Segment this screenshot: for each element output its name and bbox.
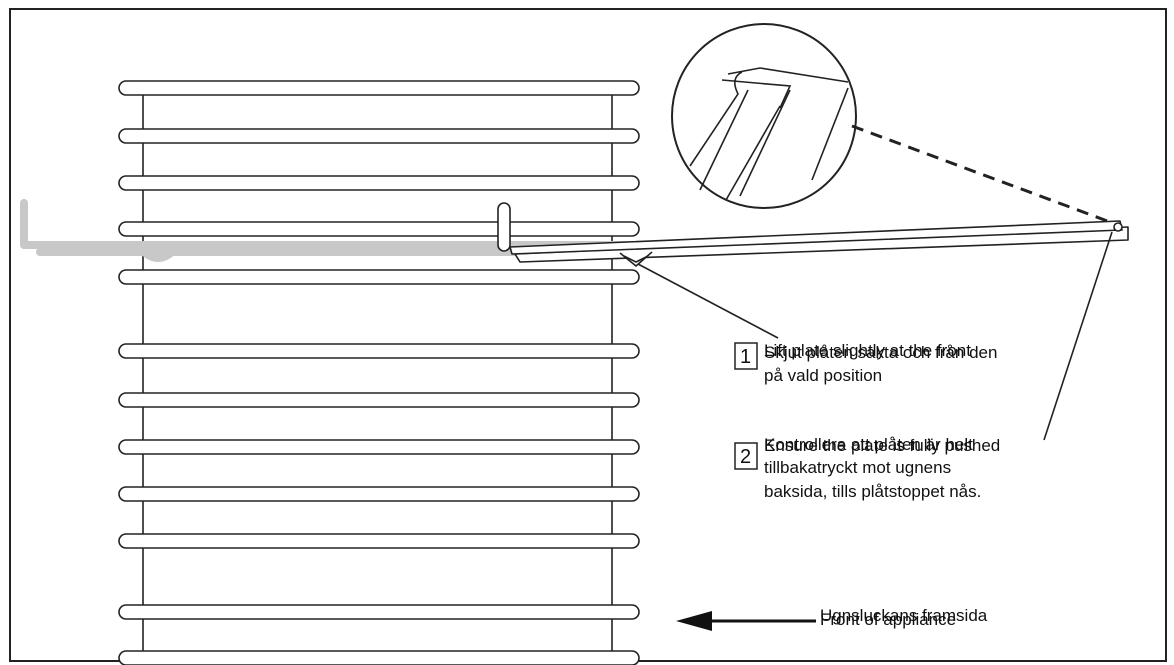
front-label: Ugnsluckans framsida [820,606,988,625]
rack-bar [118,392,640,408]
step-2-line-2: tillbakatryckt mot ugnens [764,458,951,477]
step-2-callout: 2 Ensure the plate is fully pushed Kontr… [734,435,1000,501]
rack-bar [118,439,640,455]
step-2-line-1: Kontrollera att plåten är helt [764,435,973,454]
rack-bar [118,80,640,96]
rack-bar [118,175,640,191]
step-2-line-3: baksida, tills plåtstoppet nås. [764,482,981,501]
step-2-overlay-text: Ensure the plate is fully pushed [764,436,1000,455]
step-2-number: 2 [740,446,751,468]
step-1-overlay-text: Lift plate slightly at the front [764,341,971,360]
baking-plate [497,202,1129,267]
rack-bar [118,486,640,502]
step-1-callout: 1 Lift plate slightly at the front Skjut… [734,341,997,385]
rack-bar [118,221,640,237]
rack-bar [118,343,640,359]
step-1-line-2: på vald position [764,366,882,385]
rack-bar [118,128,640,144]
step-1-number: 1 [740,346,751,368]
step-1-line-1: Skjut plåten sakta och från den [764,343,997,362]
leader-line-step-1 [637,263,779,339]
rack-bar [118,650,640,665]
rack-bar [118,269,640,285]
plate-ghost-position [20,199,644,262]
diagram-frame [9,8,1167,662]
leader-line-step-2 [1043,231,1113,441]
rack-bar [118,604,640,620]
step-1-number-box [734,342,758,370]
front-label-overlay: Front of appliance [820,610,956,629]
oven-rack [118,80,640,665]
detail-magnifier [671,23,1111,224]
rack-bar [118,533,640,549]
front-arrow [676,611,816,631]
step-2-number-box [734,442,758,470]
